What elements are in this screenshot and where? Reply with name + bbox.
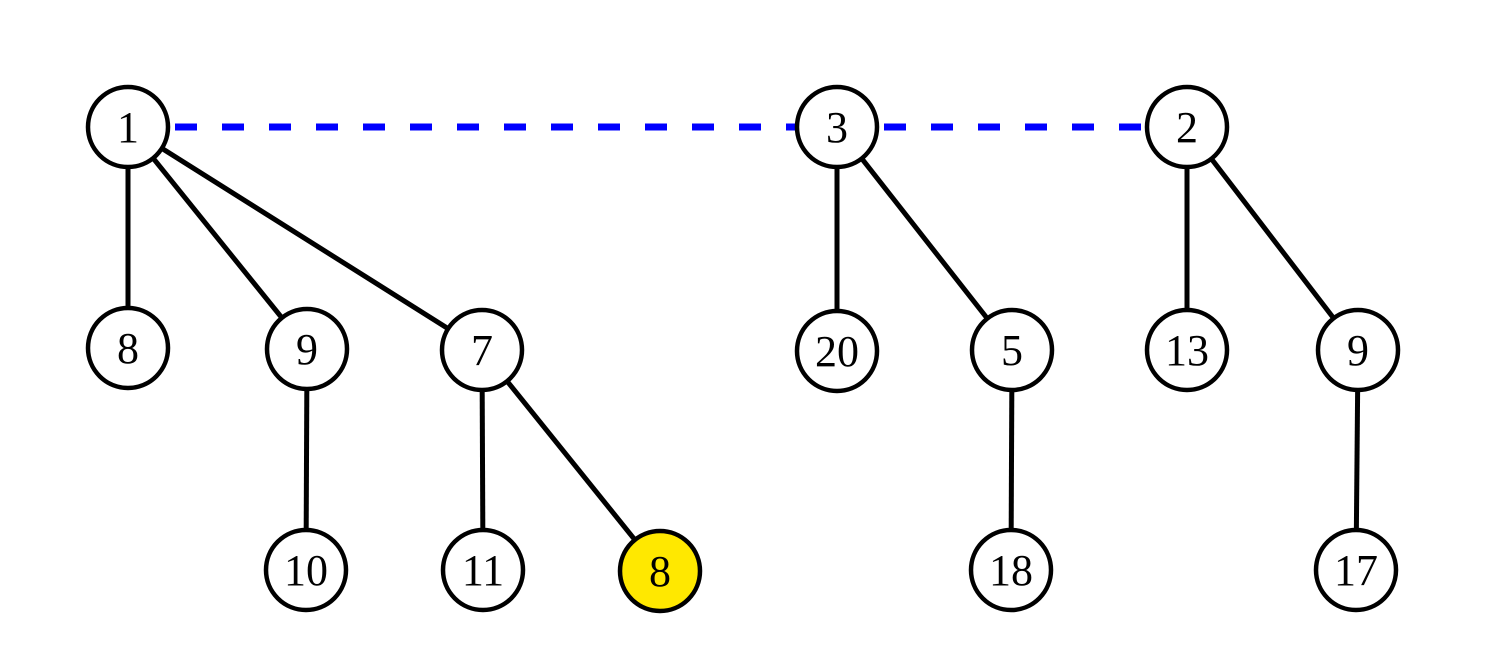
node-r3: 3 [794,84,880,170]
tree-edge-a7-a8y [480,348,662,573]
node-b5: 5 [969,307,1055,393]
node-b20: 20 [794,308,880,394]
node-circle [794,308,880,394]
node-a7: 7 [439,307,525,393]
node-circle [794,84,880,170]
node-circle [439,307,525,393]
node-circle [1144,307,1230,393]
tree-edge-r2-c9 [1185,125,1360,352]
tree-edge-r3-b5 [835,125,1014,352]
tree-edge-r1-a9 [126,125,309,351]
node-b18: 18 [968,527,1054,613]
node-label: 18 [989,546,1033,595]
node-c17: 17 [1313,527,1399,613]
node-label: 10 [284,546,328,595]
node-r2: 2 [1144,84,1230,170]
node-circle [1315,307,1401,393]
node-circle [1144,84,1230,170]
node-label: 20 [815,327,859,376]
node-circle [968,527,1054,613]
node-circle [617,528,703,614]
node-label: 9 [1347,326,1369,375]
node-label: 9 [296,325,318,374]
node-a9: 9 [264,306,350,392]
node-label: 7 [471,326,493,375]
node-circle [440,527,526,613]
node-label: 1 [117,103,139,152]
node-label: 5 [1001,326,1023,375]
node-label: 8 [117,324,139,373]
node-a8y-highlighted: 8 [617,528,703,614]
tree-edge-r1-a7 [126,124,484,353]
node-c9: 9 [1315,307,1401,393]
node-label: 11 [462,546,504,595]
node-label: 2 [1176,103,1198,152]
node-a10: 10 [263,527,349,613]
node-label: 3 [826,103,848,152]
node-circle [263,527,349,613]
node-circle [969,307,1055,393]
node-label: 17 [1334,546,1378,595]
node-circle [1313,527,1399,613]
node-label: 13 [1165,326,1209,375]
node-label: 8 [649,547,671,596]
node-circle [85,84,171,170]
node-c13: 13 [1144,307,1230,393]
node-circle [264,306,350,392]
node-circle [85,305,171,391]
node-a8: 8 [85,305,171,391]
node-a11: 11 [440,527,526,613]
node-r1: 1 [85,84,171,170]
